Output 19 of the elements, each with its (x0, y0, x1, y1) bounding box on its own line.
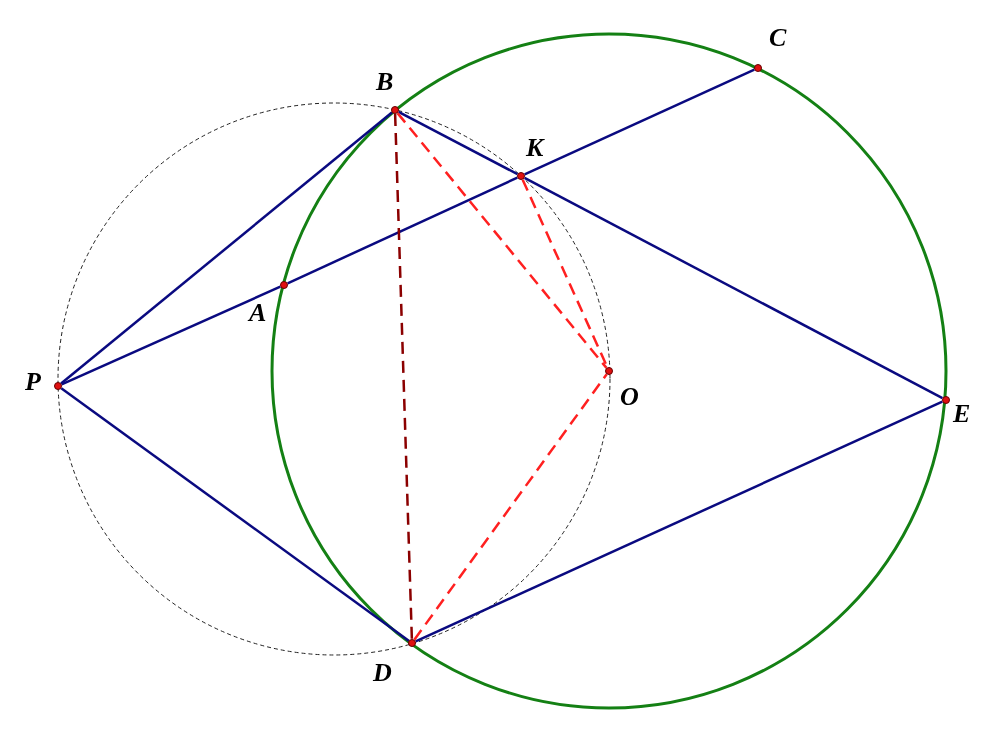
point-label: A (249, 300, 267, 326)
point-label: K (526, 135, 544, 161)
line-segment (60, 111, 393, 385)
point-label: D (373, 660, 392, 686)
point-label: E (953, 401, 971, 427)
line-segment (61, 285, 281, 386)
point-label: B (376, 69, 394, 95)
line-segment (524, 68, 755, 176)
line-segment (60, 387, 410, 642)
line-segment (523, 176, 944, 400)
dashed-segment (393, 113, 414, 640)
dashed-segment (396, 112, 608, 369)
point-label: O (620, 384, 639, 410)
line-segment (397, 110, 519, 176)
point-label: P (25, 369, 41, 395)
dashed-segment (413, 373, 608, 641)
point-label: C (769, 25, 787, 51)
line-segment (415, 400, 943, 643)
line-segment (287, 176, 518, 285)
